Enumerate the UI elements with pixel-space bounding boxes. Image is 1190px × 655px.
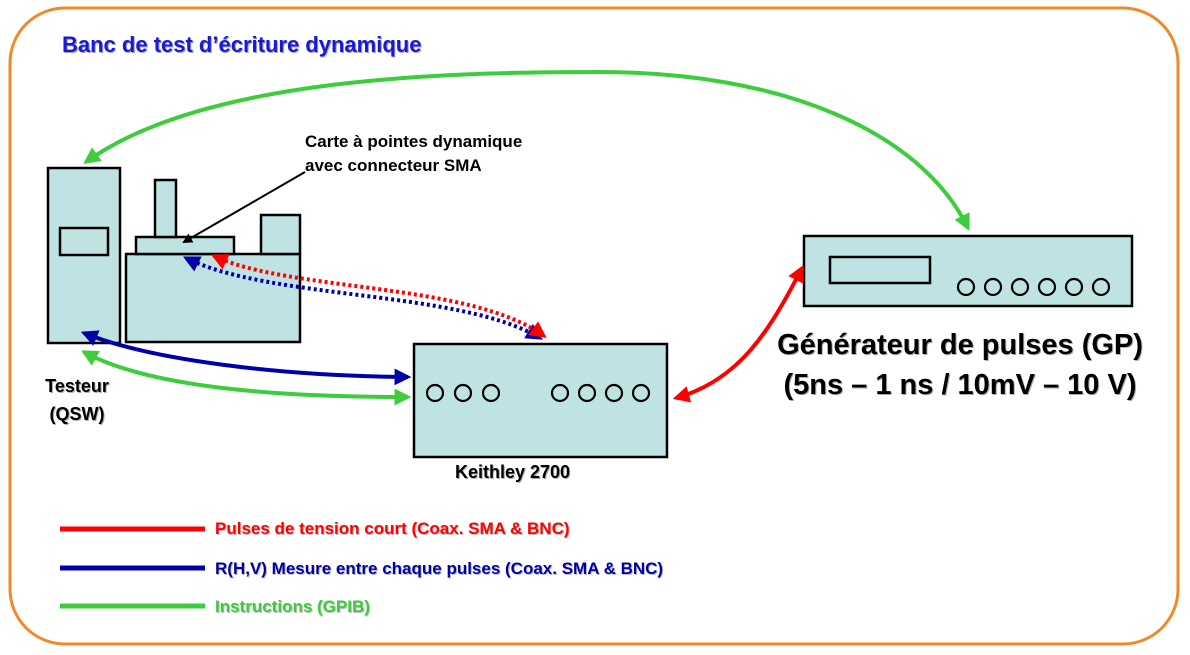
probe-card-pointer (182, 171, 306, 244)
probe-arm (153, 178, 178, 239)
legend-green-label: Instructions (GPIB) (215, 597, 370, 616)
tester-screen (58, 226, 110, 257)
tester-label: Testeur (QSW) (22, 372, 132, 428)
pulse-link (672, 265, 804, 403)
probe-card-label-line2: avec connecteur SMA (305, 156, 482, 175)
probe-card-label-line1: Carte à pointes dynamique (305, 132, 523, 151)
probe-card (134, 235, 236, 256)
tester-label-line2: (QSW) (49, 404, 105, 424)
generator-label: Générateur de pulses (GP) (5ns – 1 ns / … (735, 325, 1185, 405)
keithley-connectors (425, 383, 651, 403)
instruction-link (81, 350, 412, 406)
generator-device (802, 234, 1134, 308)
generator-label-line2: (5ns – 1 ns / 10mV – 10 V) (783, 369, 1137, 401)
keithley-label: Keithley 2700 (455, 462, 571, 482)
diagram-title: Banc de test d’écriture dynamique (62, 32, 422, 57)
probe-pulse-link (210, 254, 547, 338)
probe-card-label: Carte à pointes dynamique avec connecteu… (305, 130, 522, 178)
legend-blue-label: R(H,V) Mesure entre chaque pulses (Coax.… (215, 559, 664, 578)
gpib-arc (83, 69, 970, 232)
generator-label-line1: Générateur de pulses (GP) (777, 329, 1143, 361)
generator-connectors (956, 277, 1111, 297)
generator-display (828, 255, 932, 285)
keithley-device (412, 342, 669, 459)
tester-device (46, 166, 122, 345)
tester-label-line1: Testeur (45, 376, 109, 396)
probe-positioner (259, 213, 302, 256)
legend-red-label: Pulses de tension court (Coax. SMA & BNC… (215, 519, 570, 538)
